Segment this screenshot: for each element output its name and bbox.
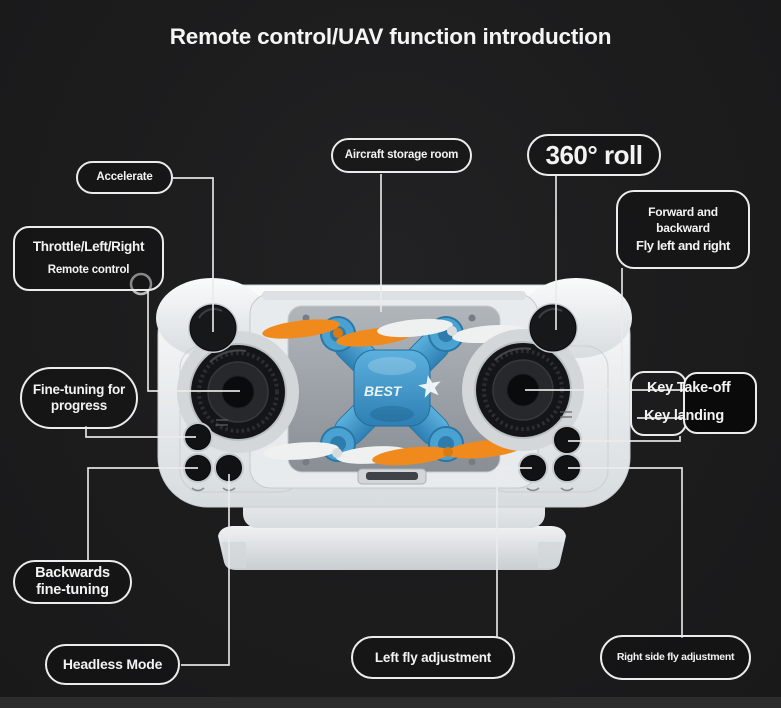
right-joystick[interactable] bbox=[462, 329, 584, 451]
rotor-rings bbox=[320, 316, 464, 462]
leader-throttle bbox=[147, 291, 240, 392]
leader-left-fly bbox=[496, 467, 532, 638]
label-aircraft-storage-text: Aircraft storage room bbox=[344, 148, 459, 161]
leader-backwards bbox=[87, 467, 198, 562]
right-grip bbox=[520, 278, 632, 358]
drone-body bbox=[353, 349, 431, 427]
roll-360-button[interactable] bbox=[528, 303, 578, 353]
label-accelerate-text: Accelerate bbox=[96, 170, 153, 183]
label-right-fly-text: Right side fly adjustment bbox=[616, 651, 735, 664]
leader-right-fly bbox=[568, 467, 683, 638]
key-group-right-box bbox=[683, 372, 757, 434]
propeller-top-right bbox=[377, 318, 526, 344]
cover-rib-strip bbox=[262, 291, 526, 300]
label-forward-backward-text: Forward and backward bbox=[648, 205, 718, 235]
label-fine-tuning-line2: progress bbox=[50, 398, 108, 413]
brand-star-icon bbox=[418, 375, 441, 398]
label-fine-tuning-line1: Fine-tuning for bbox=[32, 382, 126, 398]
brand-logo-text: BEST bbox=[364, 383, 403, 399]
label-accelerate: Accelerate bbox=[76, 161, 173, 194]
accelerate-button[interactable] bbox=[188, 303, 238, 353]
left-fly-button[interactable] bbox=[520, 455, 546, 481]
drone: BEST bbox=[262, 316, 526, 466]
label-throttle: Throttle/Left/Right Remote control bbox=[13, 226, 164, 291]
left-grip bbox=[156, 278, 268, 358]
label-forward-backward: Forward and backward Fly left and right bbox=[616, 190, 750, 269]
label-right-fly: Right side fly adjustment bbox=[600, 635, 751, 680]
label-throttle-line1: Throttle/Left/Right bbox=[32, 239, 145, 255]
label-aircraft-storage: Aircraft storage room bbox=[331, 138, 472, 173]
label-headless-mode: Headless Mode bbox=[45, 644, 180, 685]
label-headless-mode-text: Headless Mode bbox=[62, 656, 163, 673]
left-joystick[interactable] bbox=[177, 331, 299, 453]
label-fly-left-right-text: Fly left and right bbox=[636, 238, 730, 254]
fine-tuning-button[interactable] bbox=[185, 424, 211, 450]
label-throttle-line2: Remote control bbox=[47, 264, 130, 277]
storage-compartment bbox=[249, 291, 539, 489]
label-backwards-fine-tuning: Backwards fine-tuning bbox=[13, 560, 132, 604]
controller-stand bbox=[218, 526, 566, 570]
label-roll-360-text: 360° roll bbox=[545, 139, 643, 170]
label-key-landing: Key landing bbox=[644, 408, 724, 424]
label-roll-360: 360° roll bbox=[527, 134, 661, 176]
propeller-bottom-right bbox=[372, 439, 524, 466]
page-title: Remote control/UAV function introduction bbox=[169, 24, 612, 49]
leader-headless bbox=[181, 474, 230, 666]
right-fly-button[interactable] bbox=[554, 455, 580, 481]
headless-mode-button[interactable] bbox=[216, 455, 242, 481]
backwards-tuning-button[interactable] bbox=[185, 455, 211, 481]
bottom-strip bbox=[0, 697, 781, 708]
label-backwards-line1: Backwards bbox=[35, 564, 110, 581]
controller-base-extension bbox=[243, 470, 545, 528]
button-engraving-marks bbox=[191, 411, 574, 492]
controller-body bbox=[156, 278, 632, 508]
label-key-takeoff: Key Take-off bbox=[647, 380, 731, 396]
small-buttons[interactable] bbox=[183, 422, 582, 483]
takeoff-landing-button[interactable] bbox=[554, 427, 580, 453]
leader-accelerate bbox=[172, 177, 214, 332]
label-fine-tuning: Fine-tuning for progress bbox=[20, 367, 138, 429]
label-left-fly: Left fly adjustment bbox=[351, 636, 515, 679]
label-key-group: Key Take-off Key landing bbox=[630, 371, 757, 437]
propeller-bottom-left bbox=[263, 442, 410, 464]
leader-lines bbox=[85, 174, 683, 666]
label-backwards-line2: fine-tuning bbox=[36, 582, 109, 598]
compartment-latch bbox=[357, 468, 427, 485]
label-left-fly-text: Left fly adjustment bbox=[374, 649, 492, 665]
propeller-top-left bbox=[262, 319, 414, 347]
